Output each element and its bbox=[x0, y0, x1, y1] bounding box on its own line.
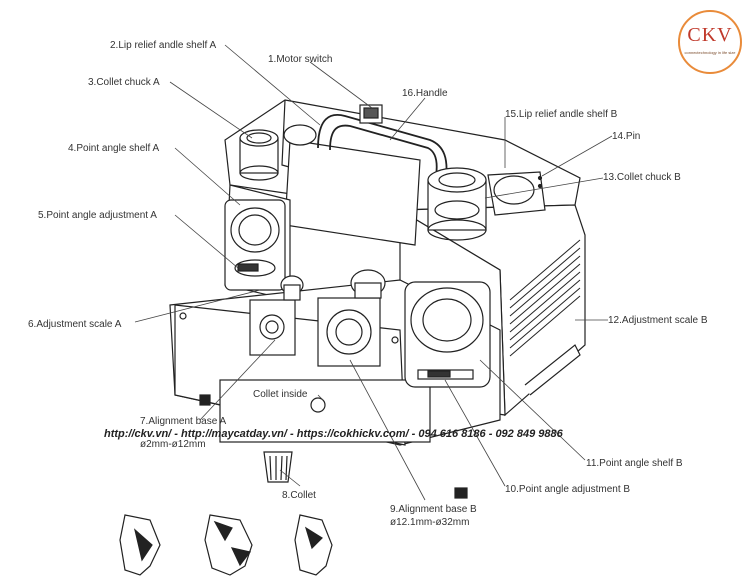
leader-lines bbox=[134, 44, 613, 501]
handle bbox=[317, 114, 448, 179]
logo-ring bbox=[678, 10, 742, 74]
label-collet: 8.Collet bbox=[282, 490, 316, 501]
label-point-angle-shelf-a: 4.Point angle shelf A bbox=[68, 143, 160, 154]
label-lip-relief-shelf-b: 15.Lip relief andle shelf B bbox=[505, 109, 618, 120]
drill-tip-1 bbox=[119, 514, 161, 576]
label-collet-inside: Collet inside bbox=[253, 389, 308, 400]
lip-relief-shelf-a bbox=[283, 124, 317, 146]
brand-logo: CKV connectechnology in life size bbox=[678, 10, 742, 74]
label-alignment-base-b: 9.Alignment base B bbox=[390, 504, 477, 515]
lip-relief-shelf-b bbox=[487, 171, 546, 216]
collet-chuck-a bbox=[239, 129, 279, 181]
alignment-base-b bbox=[317, 269, 386, 367]
label-point-angle-adjustment-b: 10.Point angle adjustment B bbox=[505, 484, 631, 495]
label-collet-chuck-b: 13.Collet chuck B bbox=[603, 172, 681, 183]
motor-switch-rocker bbox=[363, 107, 379, 119]
drill-tip-3 bbox=[294, 514, 333, 576]
point-angle-shelf-a bbox=[224, 199, 286, 291]
point-angle-shelf-b bbox=[404, 281, 491, 388]
vent-grille bbox=[509, 239, 581, 357]
logo-text: CKV bbox=[687, 24, 733, 46]
label-alignment-base-b-range: ø12.1mm-ø32mm bbox=[390, 517, 470, 528]
logo-tagline: connectechnology in life size bbox=[684, 50, 736, 55]
label-adjustment-scale-a: 6.Adjustment scale A bbox=[28, 319, 122, 330]
label-handle: 16.Handle bbox=[402, 88, 448, 99]
drawer-knob bbox=[310, 397, 326, 413]
label-point-angle-shelf-b: 11.Point angle shelf B bbox=[586, 458, 683, 469]
label-alignment-base-a-range: ø2mm-ø12mm bbox=[140, 439, 206, 450]
label-lip-relief-shelf-a: 2.Lip relief andle shelf A bbox=[110, 40, 217, 51]
contact-links: http://ckv.vn/ - http://maycatday.vn/ - … bbox=[104, 428, 563, 440]
label-point-angle-adjustment-a: 5.Point angle adjustment A bbox=[38, 210, 157, 221]
label-motor-switch: 1.Motor switch bbox=[268, 54, 333, 65]
drill-tip-2 bbox=[204, 514, 253, 576]
alignment-base-a bbox=[249, 275, 304, 356]
label-alignment-base-a: 7.Alignment base A bbox=[140, 416, 227, 427]
collet-drawer bbox=[219, 379, 431, 443]
collet-chuck-b bbox=[427, 167, 487, 241]
label-pin: 14.Pin bbox=[612, 131, 641, 142]
label-adjustment-scale-b: 12.Adjustment scale B bbox=[608, 315, 708, 326]
label-collet-chuck-a: 3.Collet chuck A bbox=[88, 77, 160, 88]
collet-illustration bbox=[263, 451, 293, 483]
